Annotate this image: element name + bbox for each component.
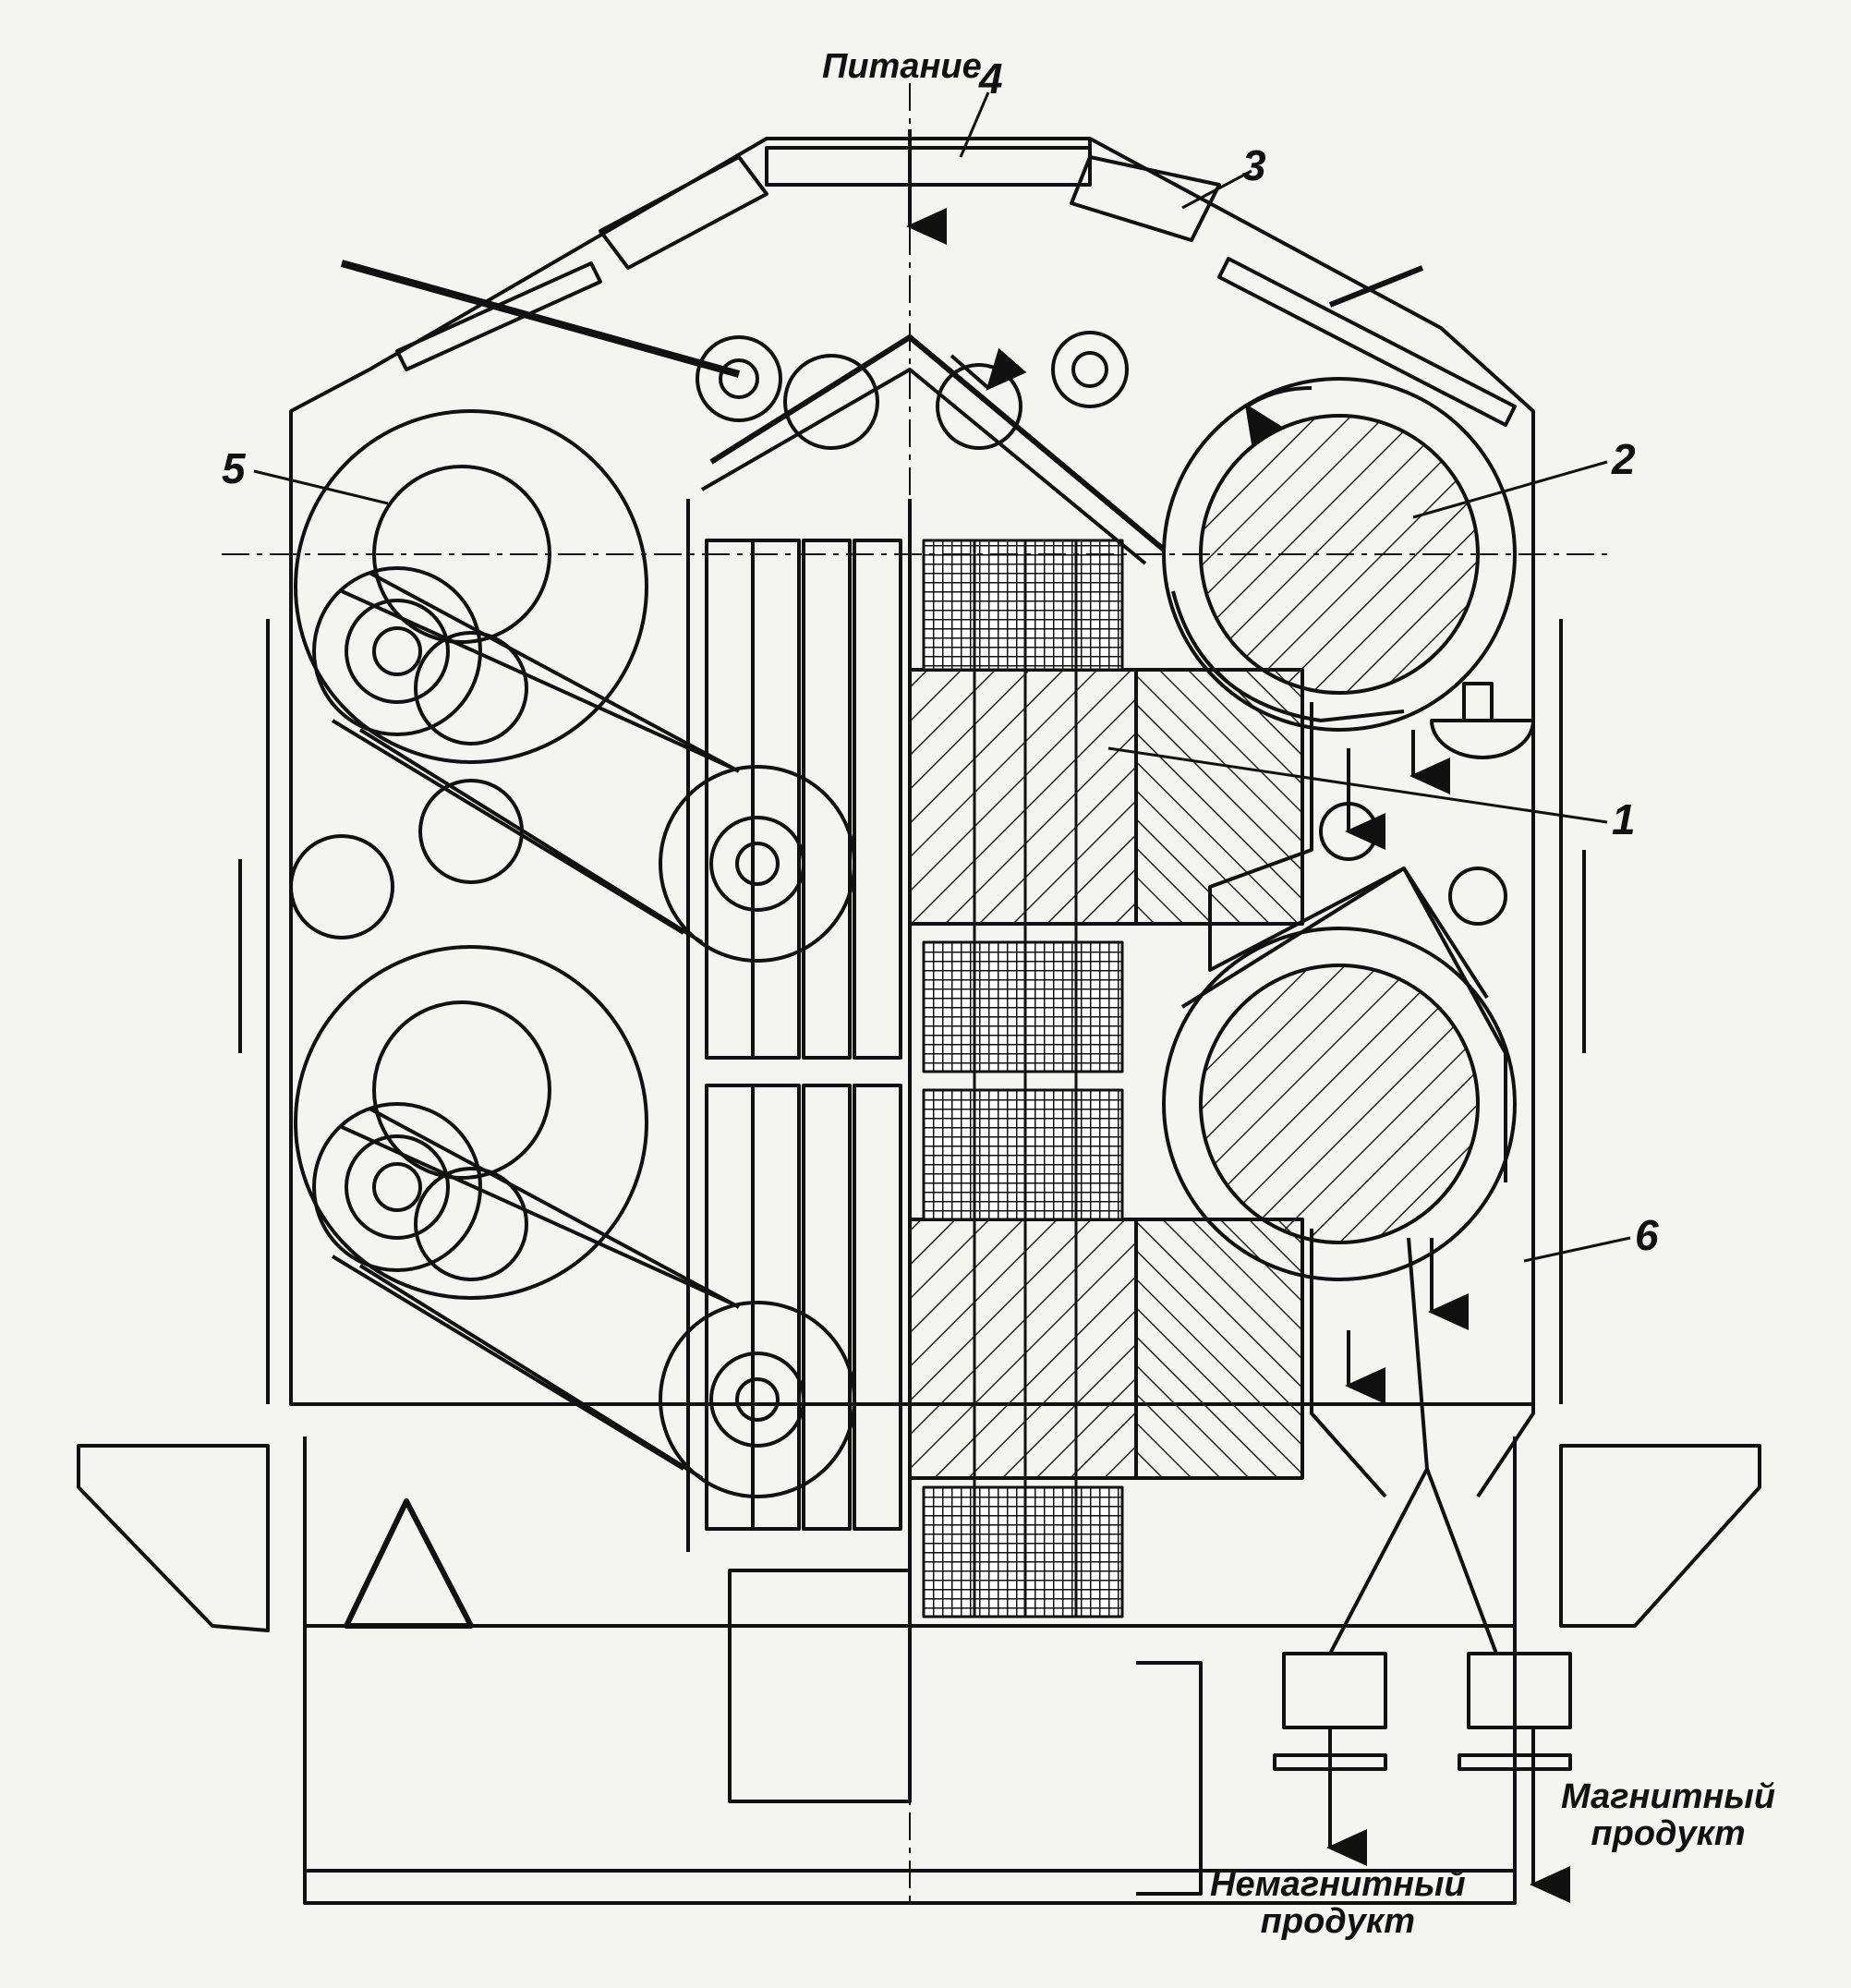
callout-4: 4 xyxy=(979,55,1003,103)
callout-6: 6 xyxy=(1635,1211,1659,1259)
warning-triangle xyxy=(344,1498,474,1629)
nonmagnetic-line-1: Немагнитный xyxy=(1210,1865,1466,1904)
coil-windings xyxy=(922,539,1124,1618)
left-columns xyxy=(686,499,912,1626)
callout-2: 2 xyxy=(1612,435,1636,483)
top-roller-a xyxy=(696,335,782,422)
magnetic-product-label: Магнитный продукт xyxy=(1561,1778,1775,1852)
callout-5: 5 xyxy=(222,444,246,492)
top-roller-c xyxy=(1051,331,1129,408)
callout-1: 1 xyxy=(1612,795,1636,843)
magnetic-outlet xyxy=(1467,1652,1572,1729)
feed-label: Питание xyxy=(822,47,982,86)
nonmagnetic-product-label: Немагнитный продукт xyxy=(1210,1866,1466,1940)
top-roller-b xyxy=(783,354,879,450)
magnet-core-right-lower xyxy=(1134,1218,1304,1480)
nonmagnetic-outlet xyxy=(1282,1652,1387,1729)
left-lower-drive xyxy=(294,945,856,1498)
magnet-core-right-upper xyxy=(1134,668,1304,926)
lower-drum xyxy=(1162,927,1517,1281)
magnet-core-upper xyxy=(908,668,1138,926)
callout-3: 3 xyxy=(1242,141,1266,189)
left-upper-drive xyxy=(289,409,856,963)
magnetic-line-2: продукт xyxy=(1591,1814,1746,1853)
nonmagnetic-line-2: продукт xyxy=(1260,1902,1415,1941)
magnetic-line-1: Магнитный xyxy=(1561,1777,1776,1816)
feed-hopper xyxy=(765,146,1092,187)
magnet-core-lower xyxy=(908,1218,1138,1480)
